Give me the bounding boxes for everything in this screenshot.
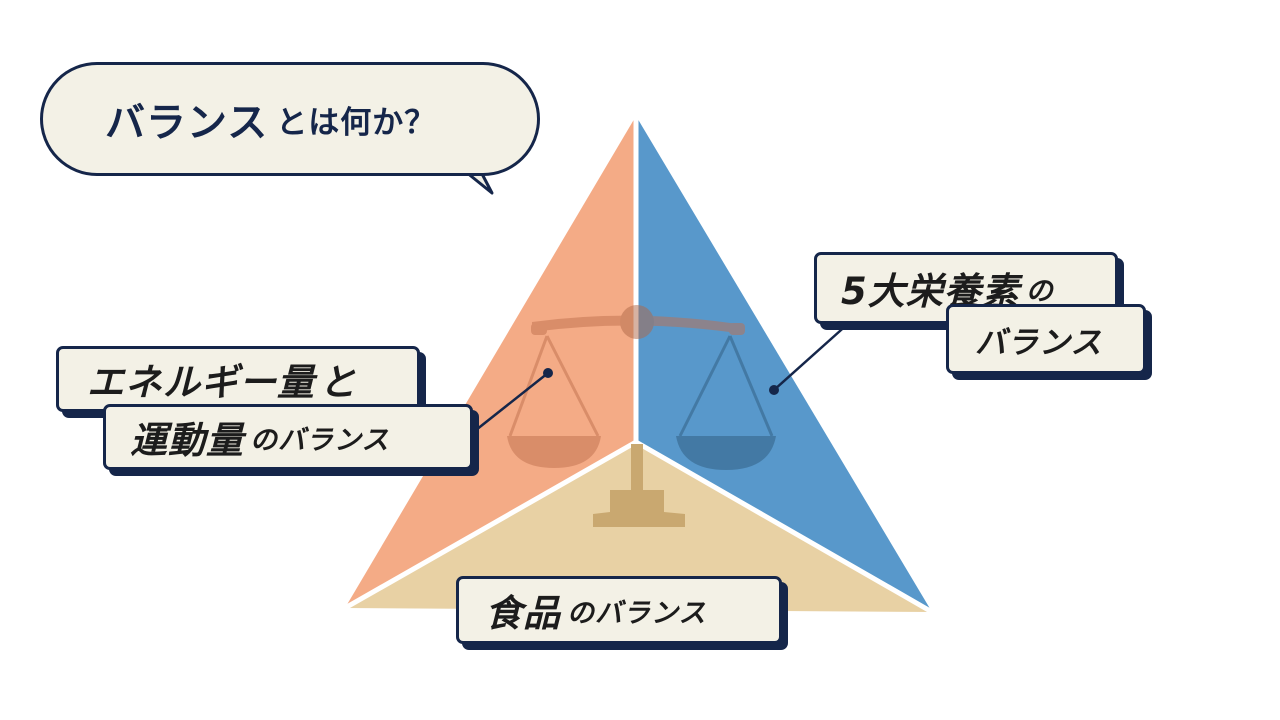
- energy-label-line1: エネルギー量 と: [56, 346, 420, 412]
- title-sub: とは何か？: [276, 104, 437, 141]
- nutrients-face: [636, 116, 932, 612]
- nutrients-label-line2: バランス: [946, 304, 1146, 374]
- food-label: 食品 のバランス: [456, 576, 782, 644]
- food-label-main: 食品: [485, 592, 561, 635]
- energy-label-tail: と: [319, 361, 357, 404]
- food-label-tail: のバランス: [567, 597, 707, 629]
- nutrients-label-balance: バランス: [975, 324, 1103, 361]
- title-bubble: バランス とは何か？: [40, 62, 540, 176]
- title-main: バランス: [105, 100, 269, 146]
- energy-label-main: エネルギー量: [87, 361, 315, 404]
- balance-scale-icon: [507, 305, 776, 527]
- nutrients-label-tail: の: [1025, 275, 1054, 307]
- face-dividers: [342, 113, 935, 615]
- exercise-label-tail: のバランス: [250, 424, 390, 456]
- leader-lines: [475, 321, 851, 431]
- exercise-label-main: 運動量: [130, 419, 244, 462]
- energy-face: [345, 116, 636, 608]
- energy-label-line2: 運動量 のバランス: [103, 404, 473, 470]
